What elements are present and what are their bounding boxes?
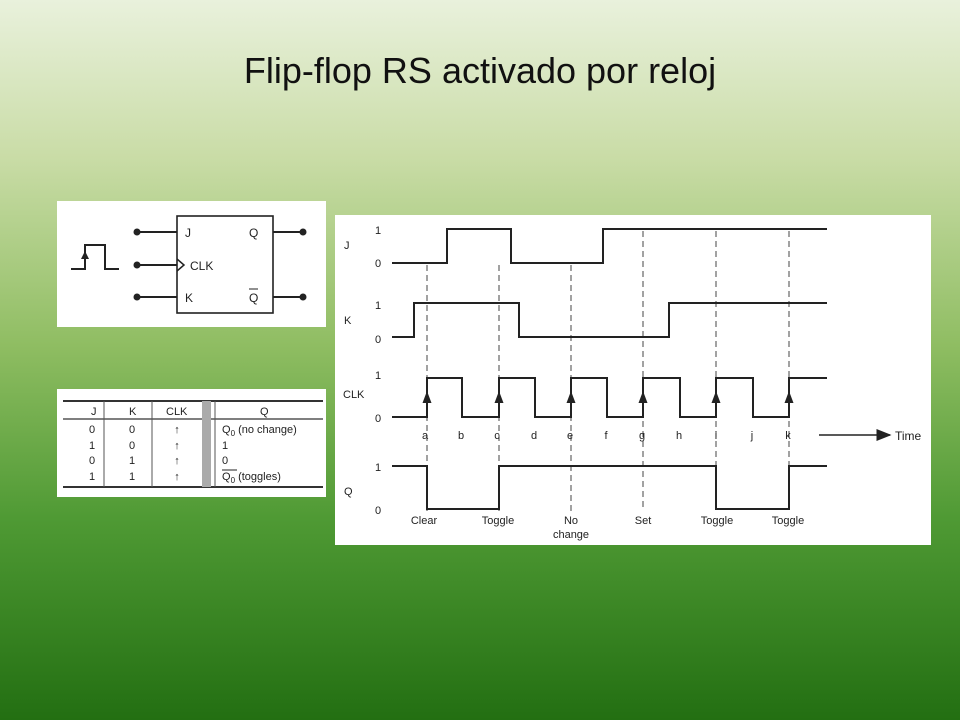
cell-q-main: 0	[222, 455, 228, 467]
point-label: h	[676, 430, 682, 442]
k-level-high: 1	[375, 300, 381, 312]
header-clk: CLK	[166, 406, 188, 418]
event-clear: Clear	[411, 515, 438, 527]
signal-j-name: J	[344, 240, 350, 252]
j-level-low: 0	[375, 258, 381, 270]
k-waveform	[392, 302, 827, 338]
cell-q-subscript: 0	[231, 476, 236, 485]
j-level-high: 1	[375, 225, 381, 237]
cell-clk: ↑	[174, 455, 180, 467]
cell-q-note: (toggles)	[235, 471, 281, 483]
point-label: f	[604, 430, 608, 442]
k-terminal	[133, 293, 141, 301]
point-label: k	[785, 430, 791, 442]
pin-q-label: Q	[249, 226, 258, 240]
cell-q-main: Q	[222, 424, 231, 436]
header-q: Q	[260, 406, 269, 418]
cell-j: 1	[89, 471, 95, 483]
cell-k: 1	[129, 471, 135, 483]
point-label: d	[531, 430, 537, 442]
slide-title: Flip-flop RS activado por reloj	[243, 50, 717, 91]
point-label: g	[639, 430, 645, 442]
cell-k: 0	[129, 440, 135, 452]
cell-j: 1	[89, 440, 95, 452]
q-terminal	[299, 228, 307, 236]
point-label: i	[715, 430, 717, 442]
cell-k: 1	[129, 455, 135, 467]
cell-q: 1	[222, 440, 228, 452]
cell-j: 0	[89, 455, 95, 467]
point-label: e	[567, 430, 573, 442]
pin-j-label: J	[185, 226, 191, 240]
cell-q-note: (no change)	[235, 424, 297, 436]
signal-q-name: Q	[344, 486, 353, 498]
point-label: j	[750, 430, 753, 442]
point-label: c	[494, 430, 500, 442]
cell-q: Q0 (no change)	[222, 424, 297, 438]
k-level-low: 0	[375, 334, 381, 346]
j-terminal	[133, 228, 141, 236]
cell-clk: ↑	[174, 424, 180, 436]
qbar-terminal	[299, 293, 307, 301]
clk-terminal	[133, 261, 141, 269]
q-level-low: 0	[375, 505, 381, 517]
pin-qbar-label: Q	[249, 291, 258, 305]
event-set: Set	[635, 515, 652, 527]
timing-diagram: J K CLK Q 1 0 1 0 1 0 1 0	[343, 225, 922, 541]
point-label: b	[458, 430, 464, 442]
clock-pulse-icon	[71, 244, 119, 270]
header-j: J	[91, 406, 97, 418]
pin-k-label: K	[185, 291, 193, 305]
clock-edge-marker	[176, 258, 186, 272]
cell-q-main: 1	[222, 440, 228, 452]
cell-k: 0	[129, 424, 135, 436]
j-waveform	[392, 228, 827, 264]
cell-q: 0	[222, 455, 228, 467]
clk-waveform	[392, 377, 827, 418]
pin-clk-label: CLK	[190, 259, 213, 273]
cell-j: 0	[89, 424, 95, 436]
event-toggle-2: Toggle	[701, 515, 733, 527]
flip-flop-symbol: J CLK K Q Q	[71, 215, 307, 314]
flip-flop-symbol-panel: J CLK K Q Q	[57, 201, 326, 327]
point-label: a	[422, 430, 429, 442]
cell-q: Q0 (toggles)	[222, 471, 281, 485]
cell-clk: ↑	[174, 471, 180, 483]
cell-q-subscript: 0	[231, 429, 236, 438]
event-toggle-1: Toggle	[482, 515, 514, 527]
cell-clk: ↑	[174, 440, 180, 452]
q-level-high: 1	[375, 462, 381, 474]
cell-q-main: Q	[222, 471, 231, 483]
event-no: No	[564, 515, 578, 527]
clk-level-low: 0	[375, 413, 381, 425]
clk-level-high: 1	[375, 370, 381, 382]
header-k: K	[129, 406, 137, 418]
event-toggle-3: Toggle	[772, 515, 804, 527]
signal-k-name: K	[344, 315, 352, 327]
event-change: change	[553, 529, 589, 541]
signal-clk-name: CLK	[343, 389, 365, 401]
rising-edge-arrows	[422, 391, 794, 403]
time-label: Time	[895, 429, 922, 443]
q-waveform	[392, 465, 827, 510]
timing-diagram-panel: J K CLK Q 1 0 1 0 1 0 1 0	[335, 215, 931, 545]
time-markers	[426, 231, 790, 511]
